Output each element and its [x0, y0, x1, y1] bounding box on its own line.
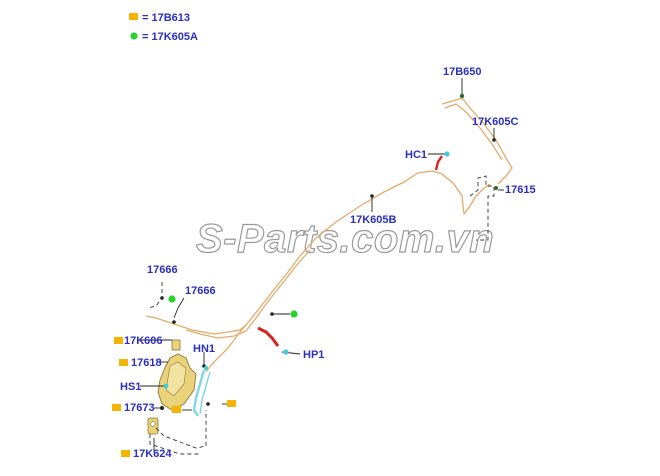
orange-marker-17k624 — [121, 450, 130, 457]
legend-green-marker — [130, 32, 138, 40]
hose-down-to-reservoir — [205, 324, 247, 373]
label-17673: 17673 — [124, 402, 155, 414]
label-17666-b: 17666 — [185, 285, 216, 297]
orange-marker-17k606 — [114, 337, 123, 344]
pump-17k624 — [147, 417, 159, 435]
orange-marker-17618 — [119, 359, 128, 366]
label-17k605c: 17K605C — [472, 116, 519, 128]
hose-lower-left — [145, 315, 181, 327]
hose-cyan-hn1 — [192, 369, 206, 417]
watermark: S-Parts.com.vn — [196, 217, 494, 261]
hose-red-hp1 — [257, 326, 280, 347]
hose-upper-right — [463, 183, 491, 215]
label-17k606: 17K606 — [124, 335, 163, 347]
label-hs1: HS1 — [120, 381, 141, 393]
clip-hp1 — [283, 349, 289, 355]
label-17k624: 17K624 — [133, 448, 172, 460]
green-marker-17k605a-mid — [290, 310, 298, 318]
hose-17k605b — [179, 170, 465, 335]
orange-marker-lower-right — [227, 400, 236, 407]
hose-red-hc1 — [434, 155, 443, 171]
label-hn1: HN1 — [193, 343, 215, 355]
clip-hn1 — [203, 365, 209, 371]
legend-label-17k605a: = 17K605A — [142, 31, 198, 43]
reservoir-17618 — [157, 339, 197, 411]
dashed-lead-17666 — [147, 282, 163, 309]
label-hc1: HC1 — [405, 149, 427, 161]
hose-17k605b-inner — [185, 249, 311, 339]
dashed-outline-lower-b — [149, 434, 200, 455]
green-marker-17k605a-left — [168, 295, 176, 303]
label-17b650: 17B650 — [443, 66, 482, 78]
dashed-outline-lower — [155, 410, 207, 449]
legend-orange-marker — [129, 13, 138, 20]
orange-marker-lower-mid — [172, 406, 181, 413]
label-17615: 17615 — [505, 184, 536, 196]
legend: = 17B613 = 17K605A — [129, 12, 198, 43]
legend-label-17b613: = 17B613 — [142, 12, 190, 24]
hose-17k605c — [441, 97, 513, 185]
clip-hs1 — [163, 383, 169, 389]
hose-cyan-hn1-inner — [199, 371, 211, 415]
label-17k605b: 17K605B — [350, 214, 397, 226]
label-17618: 17618 — [131, 357, 162, 369]
hose-17k605c-inner — [444, 103, 503, 161]
clip-hc1 — [444, 151, 450, 157]
orange-marker-17673 — [112, 404, 121, 411]
dashed-outline-right — [469, 175, 495, 241]
leader-17666b — [173, 297, 185, 319]
label-hp1: HP1 — [303, 349, 324, 361]
label-17666-a: 17666 — [147, 264, 178, 276]
